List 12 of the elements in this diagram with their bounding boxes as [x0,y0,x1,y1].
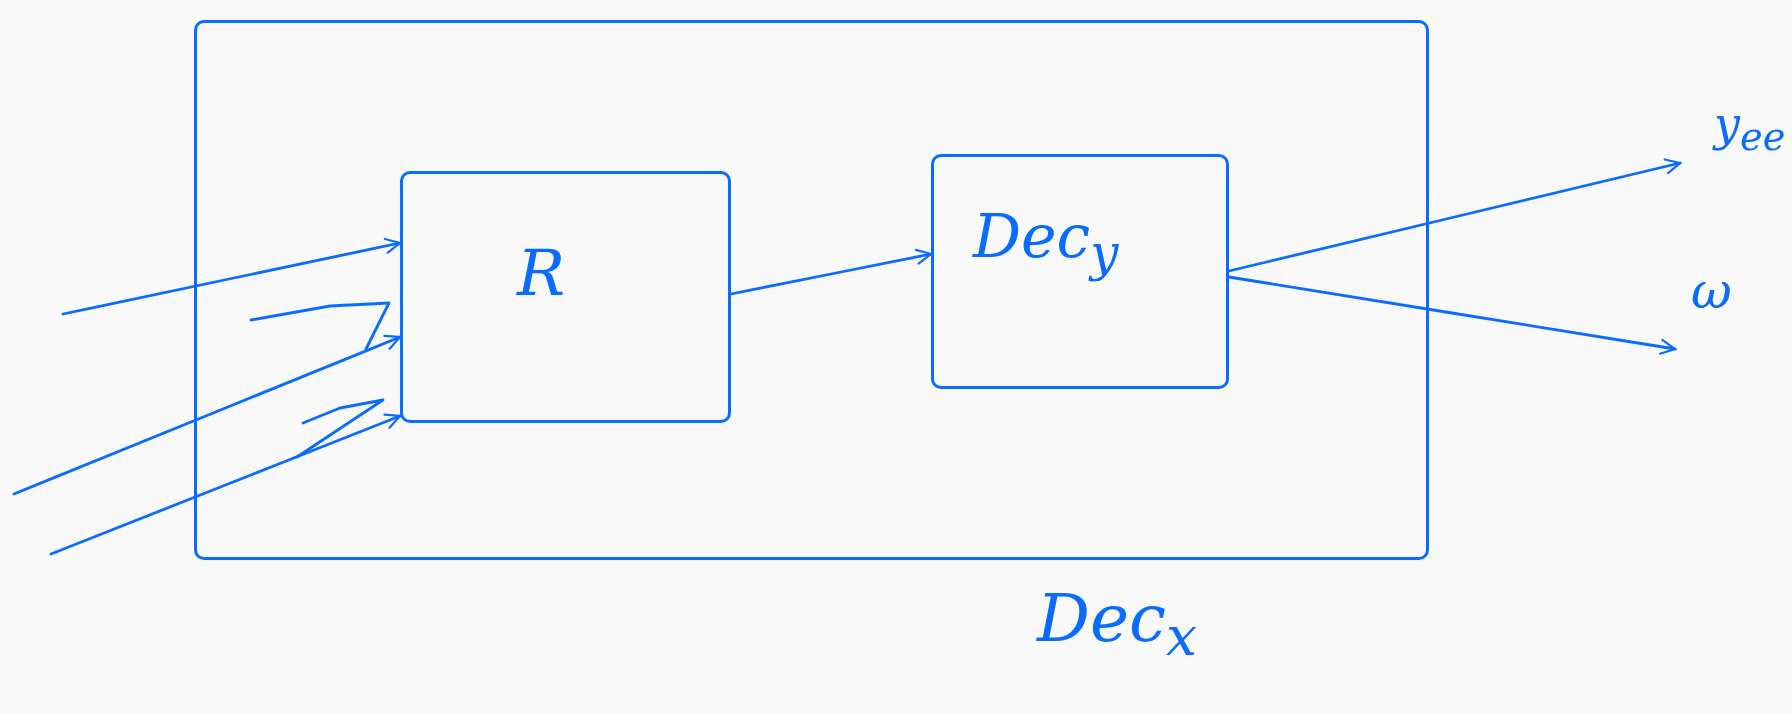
box-title: Dec$_{x}$ [1037,586,1197,665]
process-box [400,171,731,423]
arrow [729,248,933,296]
output-label: y$_{ee}$ [1714,101,1786,157]
arrow [12,334,402,496]
output-label: ω [1691,266,1732,316]
arrow [1227,275,1677,355]
arrow [1227,158,1682,273]
box-label: R [517,241,566,305]
arrow [61,237,402,316]
arrow [49,413,402,556]
process-box [931,154,1229,389]
